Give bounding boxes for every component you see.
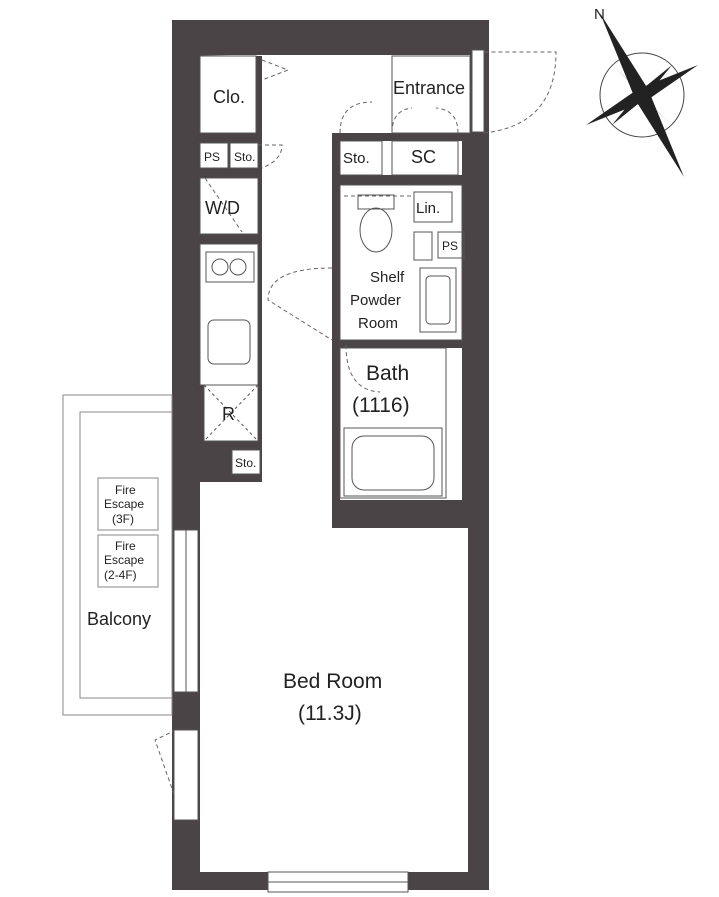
sto-top-right bbox=[229, 142, 259, 169]
fire-escape-2-line2: Escape bbox=[104, 553, 144, 567]
label-linen: Lin. bbox=[416, 200, 440, 217]
label-bedroom-size: (11.3J) bbox=[298, 702, 362, 725]
fire-escape-1-line1: Fire bbox=[115, 483, 136, 497]
label-balcony: Balcony bbox=[87, 609, 151, 629]
door-sto-top bbox=[258, 144, 283, 169]
closet-area bbox=[199, 55, 257, 134]
compass: N bbox=[586, 6, 698, 177]
compass-ring bbox=[599, 52, 685, 138]
powder-area bbox=[339, 184, 463, 341]
label-closet: Clo. bbox=[213, 87, 245, 107]
door-powder bbox=[267, 267, 333, 341]
sto-entry-area bbox=[339, 140, 383, 176]
compass-star-icon bbox=[586, 13, 698, 177]
wall-wd-top bbox=[196, 168, 262, 178]
powder-sink-inner bbox=[425, 275, 451, 325]
burner-left bbox=[211, 258, 229, 276]
label-wd: W/D bbox=[205, 198, 240, 218]
label-sto-kitchen: Sto. bbox=[235, 456, 256, 470]
bedroom-top-left bbox=[200, 482, 332, 532]
door-sc-right bbox=[435, 107, 459, 134]
fire-escape-1-line3: (3F) bbox=[112, 512, 134, 526]
balcony-inner bbox=[79, 411, 173, 699]
compass-north-label: N bbox=[594, 6, 605, 23]
sc-area bbox=[391, 140, 459, 176]
fixtures bbox=[203, 191, 465, 497]
burner-right bbox=[229, 258, 247, 276]
label-ps-right: PS bbox=[442, 239, 458, 253]
door-bath bbox=[345, 344, 381, 393]
label-sc: SC bbox=[411, 147, 436, 167]
door-wd bbox=[204, 177, 243, 233]
sto-kitchen-area bbox=[231, 449, 261, 475]
label-entrance: Entrance bbox=[393, 78, 465, 98]
windows bbox=[173, 49, 485, 893]
fire-escape-box-2 bbox=[97, 534, 159, 588]
small-box bbox=[413, 231, 433, 261]
fire-escape-1-line2: Escape bbox=[104, 497, 144, 511]
labels: Clo. Entrance PS Sto. Sto. SC W/D Lin. P… bbox=[87, 78, 465, 725]
door-closet bbox=[261, 59, 290, 81]
label-powder-2: Powder bbox=[350, 292, 401, 309]
label-bath-size: (1116) bbox=[352, 394, 410, 417]
fire-escape-2-line3: (2-4F) bbox=[104, 568, 137, 582]
fire-escape-2-line1: Fire bbox=[115, 539, 136, 553]
door-balcony bbox=[154, 729, 177, 801]
fire-escape-box-1 bbox=[97, 477, 159, 531]
bedroom-area bbox=[200, 530, 468, 872]
label-sto-top: Sto. bbox=[234, 150, 255, 164]
wall-clo-bottom bbox=[196, 133, 262, 143]
door-sc-left bbox=[391, 107, 413, 134]
door-sto-entry bbox=[339, 101, 373, 134]
label-ps-top: PS bbox=[204, 150, 220, 164]
balcony bbox=[62, 394, 173, 716]
powder-sink bbox=[419, 267, 457, 333]
wall-wd-bottom bbox=[196, 234, 262, 244]
sto-top-left bbox=[199, 142, 229, 169]
label-powder-1: Shelf bbox=[370, 269, 405, 286]
entrance-area bbox=[391, 55, 471, 134]
rooms-fill bbox=[199, 55, 471, 872]
bathtub-inner bbox=[351, 435, 435, 491]
door-swings bbox=[154, 51, 557, 801]
label-bath: Bath bbox=[366, 362, 409, 385]
wd-area bbox=[199, 177, 259, 235]
lin-box bbox=[413, 191, 453, 223]
window-entrance bbox=[471, 49, 485, 133]
bath-area bbox=[339, 347, 447, 499]
window-balcony-door bbox=[173, 729, 199, 821]
label-powder-3: Room bbox=[358, 315, 398, 332]
label-fridge: R bbox=[222, 404, 235, 424]
ps-right-box bbox=[437, 231, 465, 259]
wall-sto-bottom bbox=[196, 474, 262, 482]
bathtub bbox=[343, 427, 443, 497]
kitchen-sink bbox=[207, 319, 251, 365]
fridge-cross-2 bbox=[203, 384, 259, 442]
corridor bbox=[262, 56, 332, 481]
label-sto-entry: Sto. bbox=[343, 150, 370, 167]
door-entrance-main bbox=[483, 51, 557, 134]
stove bbox=[205, 251, 255, 283]
toilet-tank bbox=[357, 194, 395, 210]
label-bedroom: Bed Room bbox=[283, 670, 382, 693]
toilet bbox=[359, 207, 393, 253]
